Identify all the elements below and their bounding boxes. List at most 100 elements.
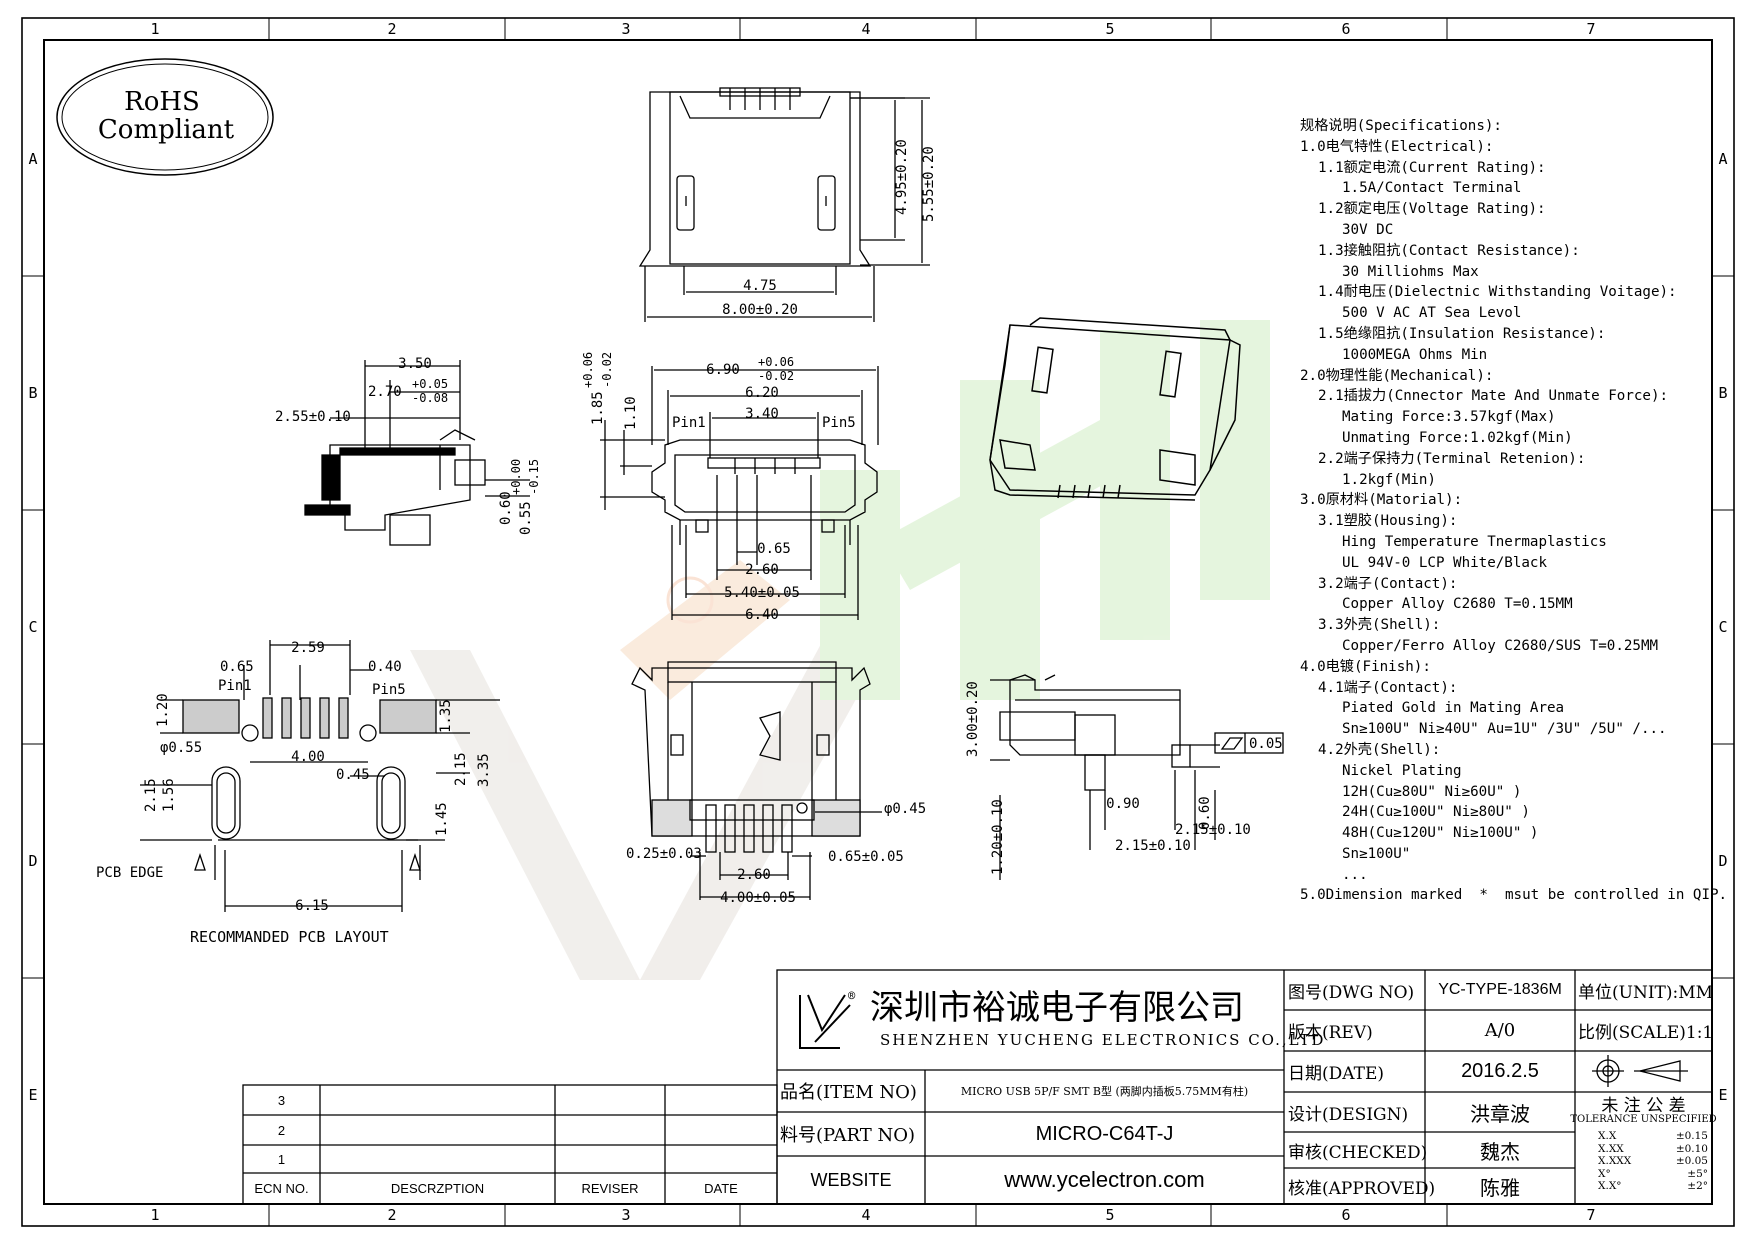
bottom-view [631, 661, 882, 900]
tolerance-value: ±5° [1687, 1167, 1708, 1180]
company-name-cn: 深圳市裕诚电子有限公司 [870, 987, 1244, 1028]
svg-text:6.40: 6.40 [745, 607, 779, 623]
spec-line: 1.1额定电流(Current Rating): [1318, 159, 1546, 176]
svg-text:1.20: 1.20 [155, 693, 171, 727]
svg-text:2.59: 2.59 [291, 640, 325, 656]
website-value[interactable]: www.ycelectron.com [1004, 1167, 1205, 1192]
side-view-dims: 3.50 2.70 +0.05 -0.08 2.55±0.10 0.60 0.5… [275, 356, 541, 535]
spec-line: 1.2kgf(Min) [1342, 471, 1436, 488]
col-label-bottom: 5 [1105, 1206, 1114, 1224]
svg-text:1.10: 1.10 [623, 396, 639, 430]
revision-header-description: DESCRZPTION [390, 1181, 485, 1196]
svg-text:3.40: 3.40 [745, 406, 779, 422]
col-label-bottom: 3 [621, 1206, 630, 1224]
spec-line: 2.2端子保持力(Terminal Retenion): [1318, 450, 1586, 467]
svg-text:RECOMMANDED PCB LAYOUT: RECOMMANDED PCB LAYOUT [190, 928, 389, 946]
spec-line: 2.0物理性能(Mechanical): [1300, 367, 1494, 384]
row-label-right: C [1718, 618, 1727, 636]
spec-line: 4.1端子(Contact): [1318, 679, 1458, 696]
spec-line: 2.1插拔力(Cnnector Mate And Unmate Force): [1318, 388, 1669, 405]
svg-text:2.15±0.10: 2.15±0.10 [1175, 822, 1251, 838]
tolerance-row: X°±5° [1598, 1168, 1708, 1181]
small-side-view [990, 674, 1284, 880]
isometric-view [989, 317, 1241, 501]
spec-line: 3.1塑胶(Housing): [1318, 513, 1458, 530]
rohs-badge: RoHS Compliant [56, 58, 274, 176]
title-block-grid [242, 969, 1713, 1205]
svg-text:®: ® [848, 989, 856, 1003]
tolerance-value: ±0.10 [1675, 1142, 1708, 1155]
col-label-top: 7 [1586, 20, 1595, 38]
spec-line: 30 Milliohms Max [1342, 263, 1479, 280]
svg-text:+0.05: +0.05 [412, 377, 448, 391]
tolerance-key: X.X [1598, 1130, 1617, 1142]
spec-line: 12H(Cu≥80U" Ni≥60U" ) [1342, 783, 1522, 800]
front-view [600, 366, 879, 620]
svg-text:1.35: 1.35 [438, 699, 454, 733]
col-label-top: 4 [861, 20, 870, 38]
scale-label: 比例(SCALE)1:1 [1578, 1023, 1714, 1043]
pcb-layout-dims: 0.65 2.59 0.40 Pin1 Pin5 1.20 φ0.55 4.00… [96, 640, 492, 946]
svg-text:-0.02: -0.02 [600, 352, 614, 388]
dwg-no-label: 图号(DWG NO) [1288, 982, 1415, 1003]
design-value: 洪章波 [1470, 1101, 1530, 1126]
revision-header-date: DATE [704, 1181, 738, 1196]
tolerance-title: 未 注 公 差 [1601, 1095, 1686, 1116]
specifications-list: 规格说明(Specifications): 1.0电气特性(Electrical)… [1300, 116, 1740, 906]
company-name-en: SHENZHEN YUCHENG ELECTRONICS CO.,LTD [880, 1031, 1326, 1049]
svg-text:2.15: 2.15 [143, 778, 159, 812]
spec-line: Sn≥100U" [1342, 845, 1411, 862]
rev-value: A/0 [1484, 1020, 1516, 1041]
spec-line: Copper/Ferro Alloy C2680/SUS T=0.25MM [1342, 637, 1659, 654]
checked-value: 魏杰 [1480, 1139, 1520, 1164]
row-label-left: A [28, 150, 37, 168]
spec-line: 1.4耐电压(Dielectnic Withstanding Voitage): [1318, 284, 1677, 301]
tolerance-value: ±0.15 [1675, 1130, 1708, 1142]
spec-line: 规格说明(Specifications): [1300, 118, 1502, 134]
svg-text:4.00±0.05: 4.00±0.05 [720, 890, 796, 906]
spec-line: 5.0Dimension marked * msut be controlled… [1300, 887, 1728, 904]
svg-text:Pin5: Pin5 [822, 415, 856, 431]
date-label: 日期(DATE) [1288, 1064, 1384, 1084]
spec-line: 1.5A/Contact Terminal [1342, 180, 1522, 197]
col-label-bottom: 6 [1341, 1206, 1350, 1224]
svg-text:Pin1: Pin1 [218, 678, 252, 694]
svg-text:3.35: 3.35 [476, 753, 492, 787]
spec-line: 1.3接触阻抗(Contact Resistance): [1318, 242, 1580, 259]
design-label: 设计(DESIGN) [1288, 1104, 1409, 1125]
svg-text:6.20: 6.20 [745, 385, 779, 401]
tolerance-key: X.XXX [1598, 1155, 1632, 1167]
svg-text:+0.00: +0.00 [509, 459, 523, 495]
date-value: 2016.2.5 [1461, 1060, 1539, 1082]
approved-value: 陈雅 [1480, 1175, 1520, 1200]
svg-text:φ0.45: φ0.45 [884, 801, 926, 817]
svg-text:5.40±0.05: 5.40±0.05 [724, 585, 800, 601]
row-label-right: E [1718, 1086, 1727, 1104]
approved-label: 核准(APPROVED) [1288, 1178, 1436, 1199]
spec-line: 3.2端子(Contact): [1318, 575, 1458, 592]
col-label-bottom: 7 [1586, 1206, 1595, 1224]
watermark-logo [410, 320, 1270, 980]
spec-line: 1.0电气特性(Electrical): [1300, 138, 1494, 155]
item-no-label: 品名(ITEM NO) [780, 1082, 917, 1103]
svg-text:1.45: 1.45 [434, 802, 450, 836]
rohs-line2: Compliant [98, 115, 235, 145]
svg-text:Pin1: Pin1 [672, 415, 706, 431]
website-label: WEBSITE [810, 1169, 892, 1190]
svg-text:1.85: 1.85 [590, 391, 606, 425]
svg-text:3.00±0.20: 3.00±0.20 [965, 681, 981, 757]
spec-line: Unmating Force:1.02kgf(Min) [1342, 429, 1573, 446]
svg-text:0.25±0.03: 0.25±0.03 [626, 846, 702, 862]
top-view [638, 87, 930, 322]
part-no-value: MICRO-C64T-J [1035, 1122, 1174, 1145]
tolerance-row: X.XX±0.10 [1598, 1143, 1708, 1156]
spec-line: 4.0电镀(Finish): [1300, 658, 1431, 675]
col-label-top: 6 [1341, 20, 1350, 38]
spec-line: UL 94V-0 LCP White/Black [1342, 554, 1547, 571]
svg-text:8.00±0.20: 8.00±0.20 [722, 302, 798, 318]
svg-text:2.15: 2.15 [453, 752, 469, 786]
checked-label: 审核(CHECKED) [1288, 1142, 1428, 1163]
tolerance-row: X.X ±0.15 [1598, 1130, 1708, 1143]
col-label-bottom: 4 [861, 1206, 870, 1224]
